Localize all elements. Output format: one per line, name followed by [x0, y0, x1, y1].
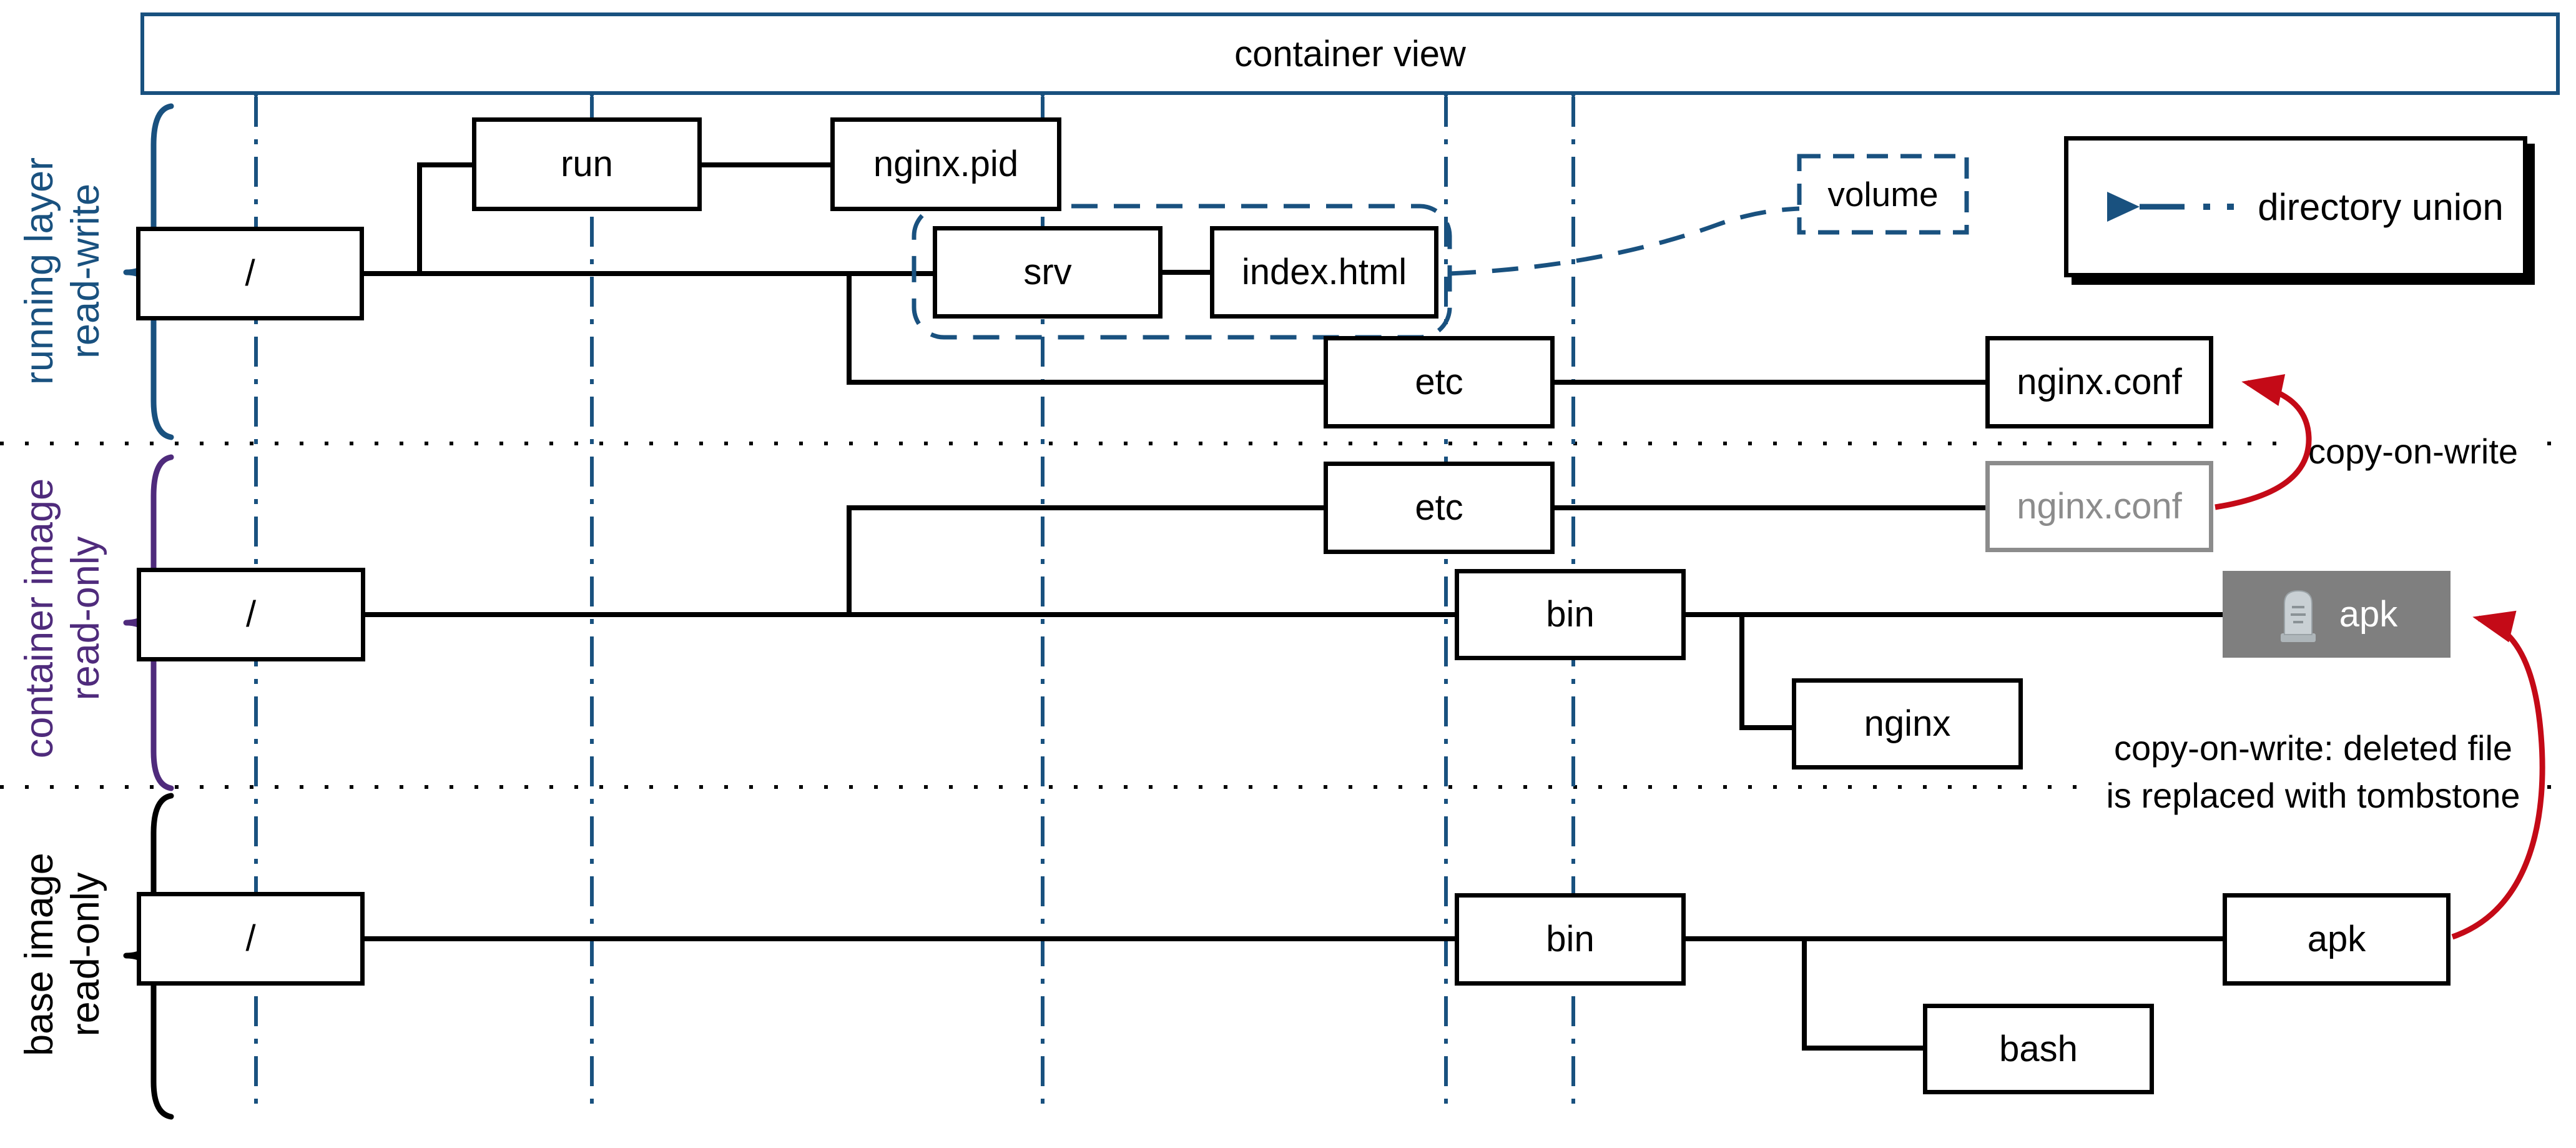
layer-title: running layer: [17, 157, 61, 385]
layer-subtitle: read-only: [64, 536, 107, 701]
node-label: nginx.conf: [2017, 486, 2182, 527]
node-nginx-conf-running: nginx.conf: [1985, 336, 2213, 428]
node-label: etc: [1415, 362, 1463, 402]
tombstone-icon: [2280, 590, 2316, 642]
directory-union-arrow-icon: [2107, 192, 2234, 222]
node-label: nginx.pid: [873, 144, 1019, 184]
layer-subtitle: read-only: [64, 872, 107, 1037]
node-etc-image: etc: [1324, 462, 1555, 554]
node-bin-base: bin: [1455, 893, 1686, 986]
copy-on-write-label: copy-on-write: [2279, 430, 2547, 473]
volume-label: volume: [1799, 156, 1967, 232]
container-view-bar: container view: [140, 12, 2560, 95]
connector-bin-bash: [1802, 939, 1924, 1051]
layer-title: base image: [17, 853, 61, 1056]
node-root-base: /: [137, 892, 365, 986]
layer-subtitle: read-write: [64, 183, 107, 359]
layer-label-running: running layer read-write: [12, 77, 112, 465]
node-label: /: [245, 918, 256, 959]
node-nginx: nginx: [1792, 678, 2023, 769]
node-label: run: [561, 144, 613, 184]
legend-box: directory union: [2064, 136, 2527, 277]
node-run: run: [472, 117, 702, 211]
node-nginx-pid: nginx.pid: [830, 117, 1061, 211]
node-apk-base: apk: [2223, 893, 2451, 986]
node-label: nginx: [1864, 703, 1951, 744]
node-index-html: index.html: [1210, 226, 1438, 319]
annotation-line-2: is replaced with tombstone: [2106, 775, 2520, 815]
node-label: /: [245, 253, 255, 294]
node-root-image: /: [137, 568, 365, 661]
annotation-text: copy-on-write: [2308, 432, 2519, 471]
legend-label: directory union: [2258, 186, 2504, 228]
node-root-running: /: [136, 227, 364, 320]
annotation-line-1: copy-on-write: deleted file: [2113, 728, 2513, 768]
node-label: bash: [1999, 1028, 2078, 1069]
node-label: apk: [2307, 919, 2366, 959]
connector-root-etc: [847, 505, 1325, 615]
layer-title: container image: [17, 478, 61, 759]
connector-bin-nginx: [1739, 615, 1793, 730]
node-bin-image: bin: [1455, 569, 1686, 660]
node-label: bin: [1546, 919, 1595, 959]
node-label: etc: [1415, 487, 1463, 528]
node-label: /: [245, 594, 257, 635]
node-nginx-conf-image-hidden: nginx.conf: [1985, 461, 2213, 552]
node-label: bin: [1546, 594, 1595, 635]
node-label: nginx.conf: [2017, 362, 2182, 402]
node-etc-running: etc: [1324, 336, 1555, 428]
node-label: index.html: [1241, 252, 1407, 292]
container-view-title: container view: [1234, 33, 1466, 74]
layer-label-container-image: container image read-only: [12, 425, 112, 812]
volume-text: volume: [1827, 175, 1939, 214]
volume-connector: [1449, 206, 1800, 276]
node-apk-tombstone: apk: [2223, 571, 2451, 658]
node-bash: bash: [1923, 1004, 2154, 1094]
node-label: apk: [2339, 593, 2398, 635]
diagram-page: { "colors": { "blue": "#19517F", "purple…: [0, 12, 2566, 1120]
node-srv: srv: [933, 226, 1163, 319]
node-label: srv: [1023, 252, 1072, 292]
tombstone-note: copy-on-write: deleted file is replaced …: [2092, 718, 2535, 826]
connector-root-run: [417, 162, 473, 274]
layer-label-base-image: base image read-only: [12, 761, 112, 1148]
